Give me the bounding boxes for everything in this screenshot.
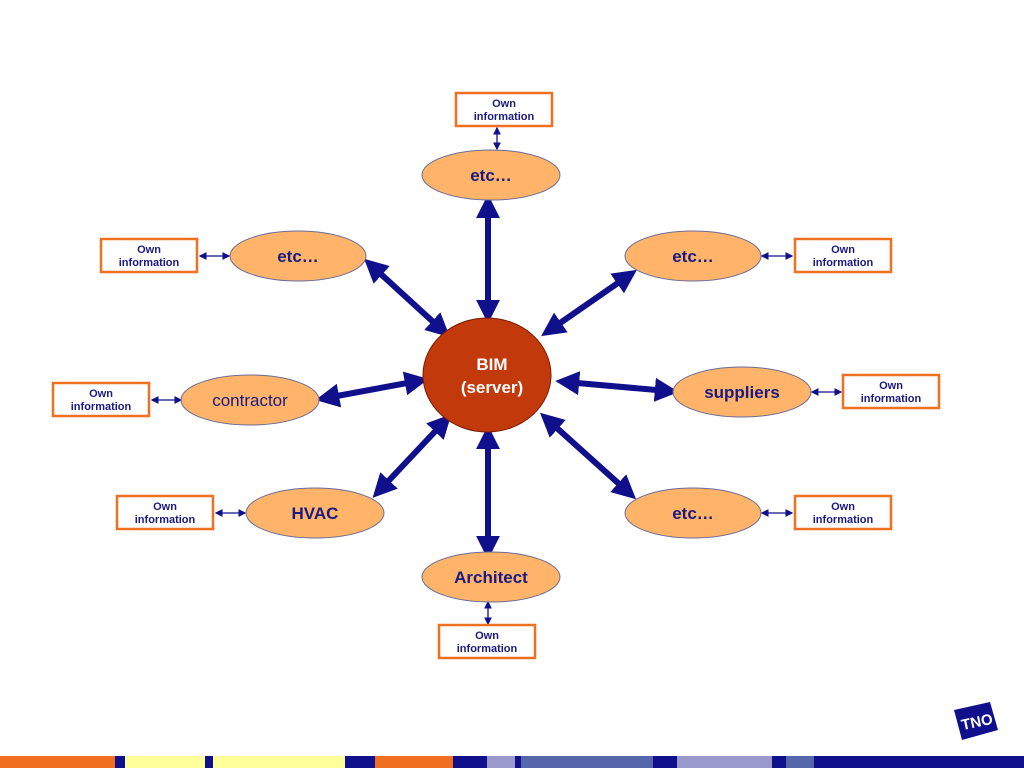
info-box-upper-right-frame: [793, 237, 893, 274]
info-box-lower-right-line1: Own: [831, 501, 855, 513]
node-upper-right-ellipse: [624, 230, 762, 282]
node-upper-left: etc…: [229, 230, 367, 282]
server-connections: [315, 194, 679, 560]
footer-segment: [487, 756, 515, 768]
info-box-top-line1: Own: [492, 98, 516, 110]
info-box-upper-left-line2: information: [119, 257, 180, 269]
info-box-contractor-line2: information: [71, 401, 132, 413]
footer-segment: [0, 756, 115, 768]
info-box-hvac-line1: Own: [153, 501, 177, 513]
node-suppliers-label: suppliers: [704, 383, 780, 402]
info-box-suppliers-line1: Own: [879, 380, 903, 392]
footer-segment: [453, 756, 487, 768]
info-box-upper-left-line1: Own: [137, 244, 161, 256]
info-box-suppliers-frame: [841, 373, 941, 410]
node-contractor: contractor: [180, 374, 320, 426]
node-lower-right: etc…: [624, 487, 762, 539]
footer-segment: [653, 756, 677, 768]
arrow-center-lower-right: [539, 412, 637, 500]
info-box-upper-left-frame: [99, 237, 199, 274]
node-hvac-ellipse: [245, 487, 385, 539]
info-box-upper-right-line1: Own: [831, 244, 855, 256]
node-suppliers-ellipse: [672, 366, 812, 418]
footer-segment: [814, 756, 1024, 768]
node-top-ellipse: [421, 149, 561, 201]
tno-logo-text: TNO: [960, 711, 995, 734]
info-box-architect-line1: Own: [475, 630, 499, 642]
node-lower-right-ellipse: [624, 487, 762, 539]
footer-segment: [345, 756, 375, 768]
node-lower-right-label: etc…: [672, 504, 714, 523]
node-contractor-ellipse: [180, 374, 320, 426]
node-top: etc…: [421, 149, 561, 201]
info-box-hvac-frame: [115, 494, 215, 531]
info-box-lower-right-line2: information: [813, 514, 874, 526]
bim-server-subtitle: (server): [461, 378, 523, 397]
footer-segment: [375, 756, 453, 768]
info-box-top: Own information: [454, 91, 554, 128]
node-contractor-label: contractor: [212, 391, 288, 410]
info-box-hvac: Own information: [115, 494, 215, 531]
tno-logo: TNO: [954, 702, 998, 740]
info-box-top-line2: information: [474, 111, 535, 123]
footer-color-bar: [0, 756, 1024, 768]
info-box-lower-right-frame: [793, 494, 893, 531]
info-connections: [150, 126, 843, 626]
footer-segment: [213, 756, 345, 768]
node-hvac: HVAC: [245, 487, 385, 539]
bim-server-ellipse: [422, 317, 552, 433]
node-upper-left-ellipse: [229, 230, 367, 282]
info-box-architect-line2: information: [457, 643, 518, 655]
footer-segment: [677, 756, 772, 768]
info-box-suppliers: Own information: [841, 373, 941, 410]
info-box-top-frame: [454, 91, 554, 128]
info-box-contractor-frame: [51, 381, 151, 418]
info-box-upper-left: Own information: [99, 237, 199, 274]
info-box-upper-right-line2: information: [813, 257, 874, 269]
node-suppliers: suppliers: [672, 366, 812, 418]
footer-segment: [115, 756, 125, 768]
bim-server-node: BIM (server): [422, 317, 552, 433]
arrow-center-hvac: [372, 414, 452, 498]
footer-segment: [205, 756, 213, 768]
info-box-lower-right: Own information: [793, 494, 893, 531]
info-box-architect: Own information: [437, 623, 537, 660]
footer-segment: [125, 756, 205, 768]
arrow-center-contractor: [315, 371, 429, 408]
arrow-center-suppliers: [555, 371, 679, 402]
node-architect-ellipse: [421, 551, 561, 603]
node-hvac-label: HVAC: [292, 504, 339, 523]
bim-server-title: BIM: [476, 355, 507, 374]
info-box-contractor-line1: Own: [89, 388, 113, 400]
node-top-label: etc…: [470, 166, 512, 185]
info-box-architect-frame: [437, 623, 537, 660]
footer-segment: [786, 756, 814, 768]
info-box-suppliers-line2: information: [861, 393, 922, 405]
node-architect-label: Architect: [454, 568, 528, 587]
footer-segment: [515, 756, 521, 768]
node-architect: Architect: [421, 551, 561, 603]
node-upper-right: etc…: [624, 230, 762, 282]
footer-segment: [521, 756, 653, 768]
node-upper-left-label: etc…: [277, 247, 319, 266]
info-box-upper-right: Own information: [793, 237, 893, 274]
arrow-center-upper-left: [364, 258, 450, 338]
arrow-center-upper-right: [541, 269, 637, 337]
info-box-contractor: Own information: [51, 381, 151, 418]
node-upper-right-label: etc…: [672, 247, 714, 266]
info-box-hvac-line2: information: [135, 514, 196, 526]
footer-segment: [772, 756, 786, 768]
tno-logo-shape: [954, 702, 998, 740]
